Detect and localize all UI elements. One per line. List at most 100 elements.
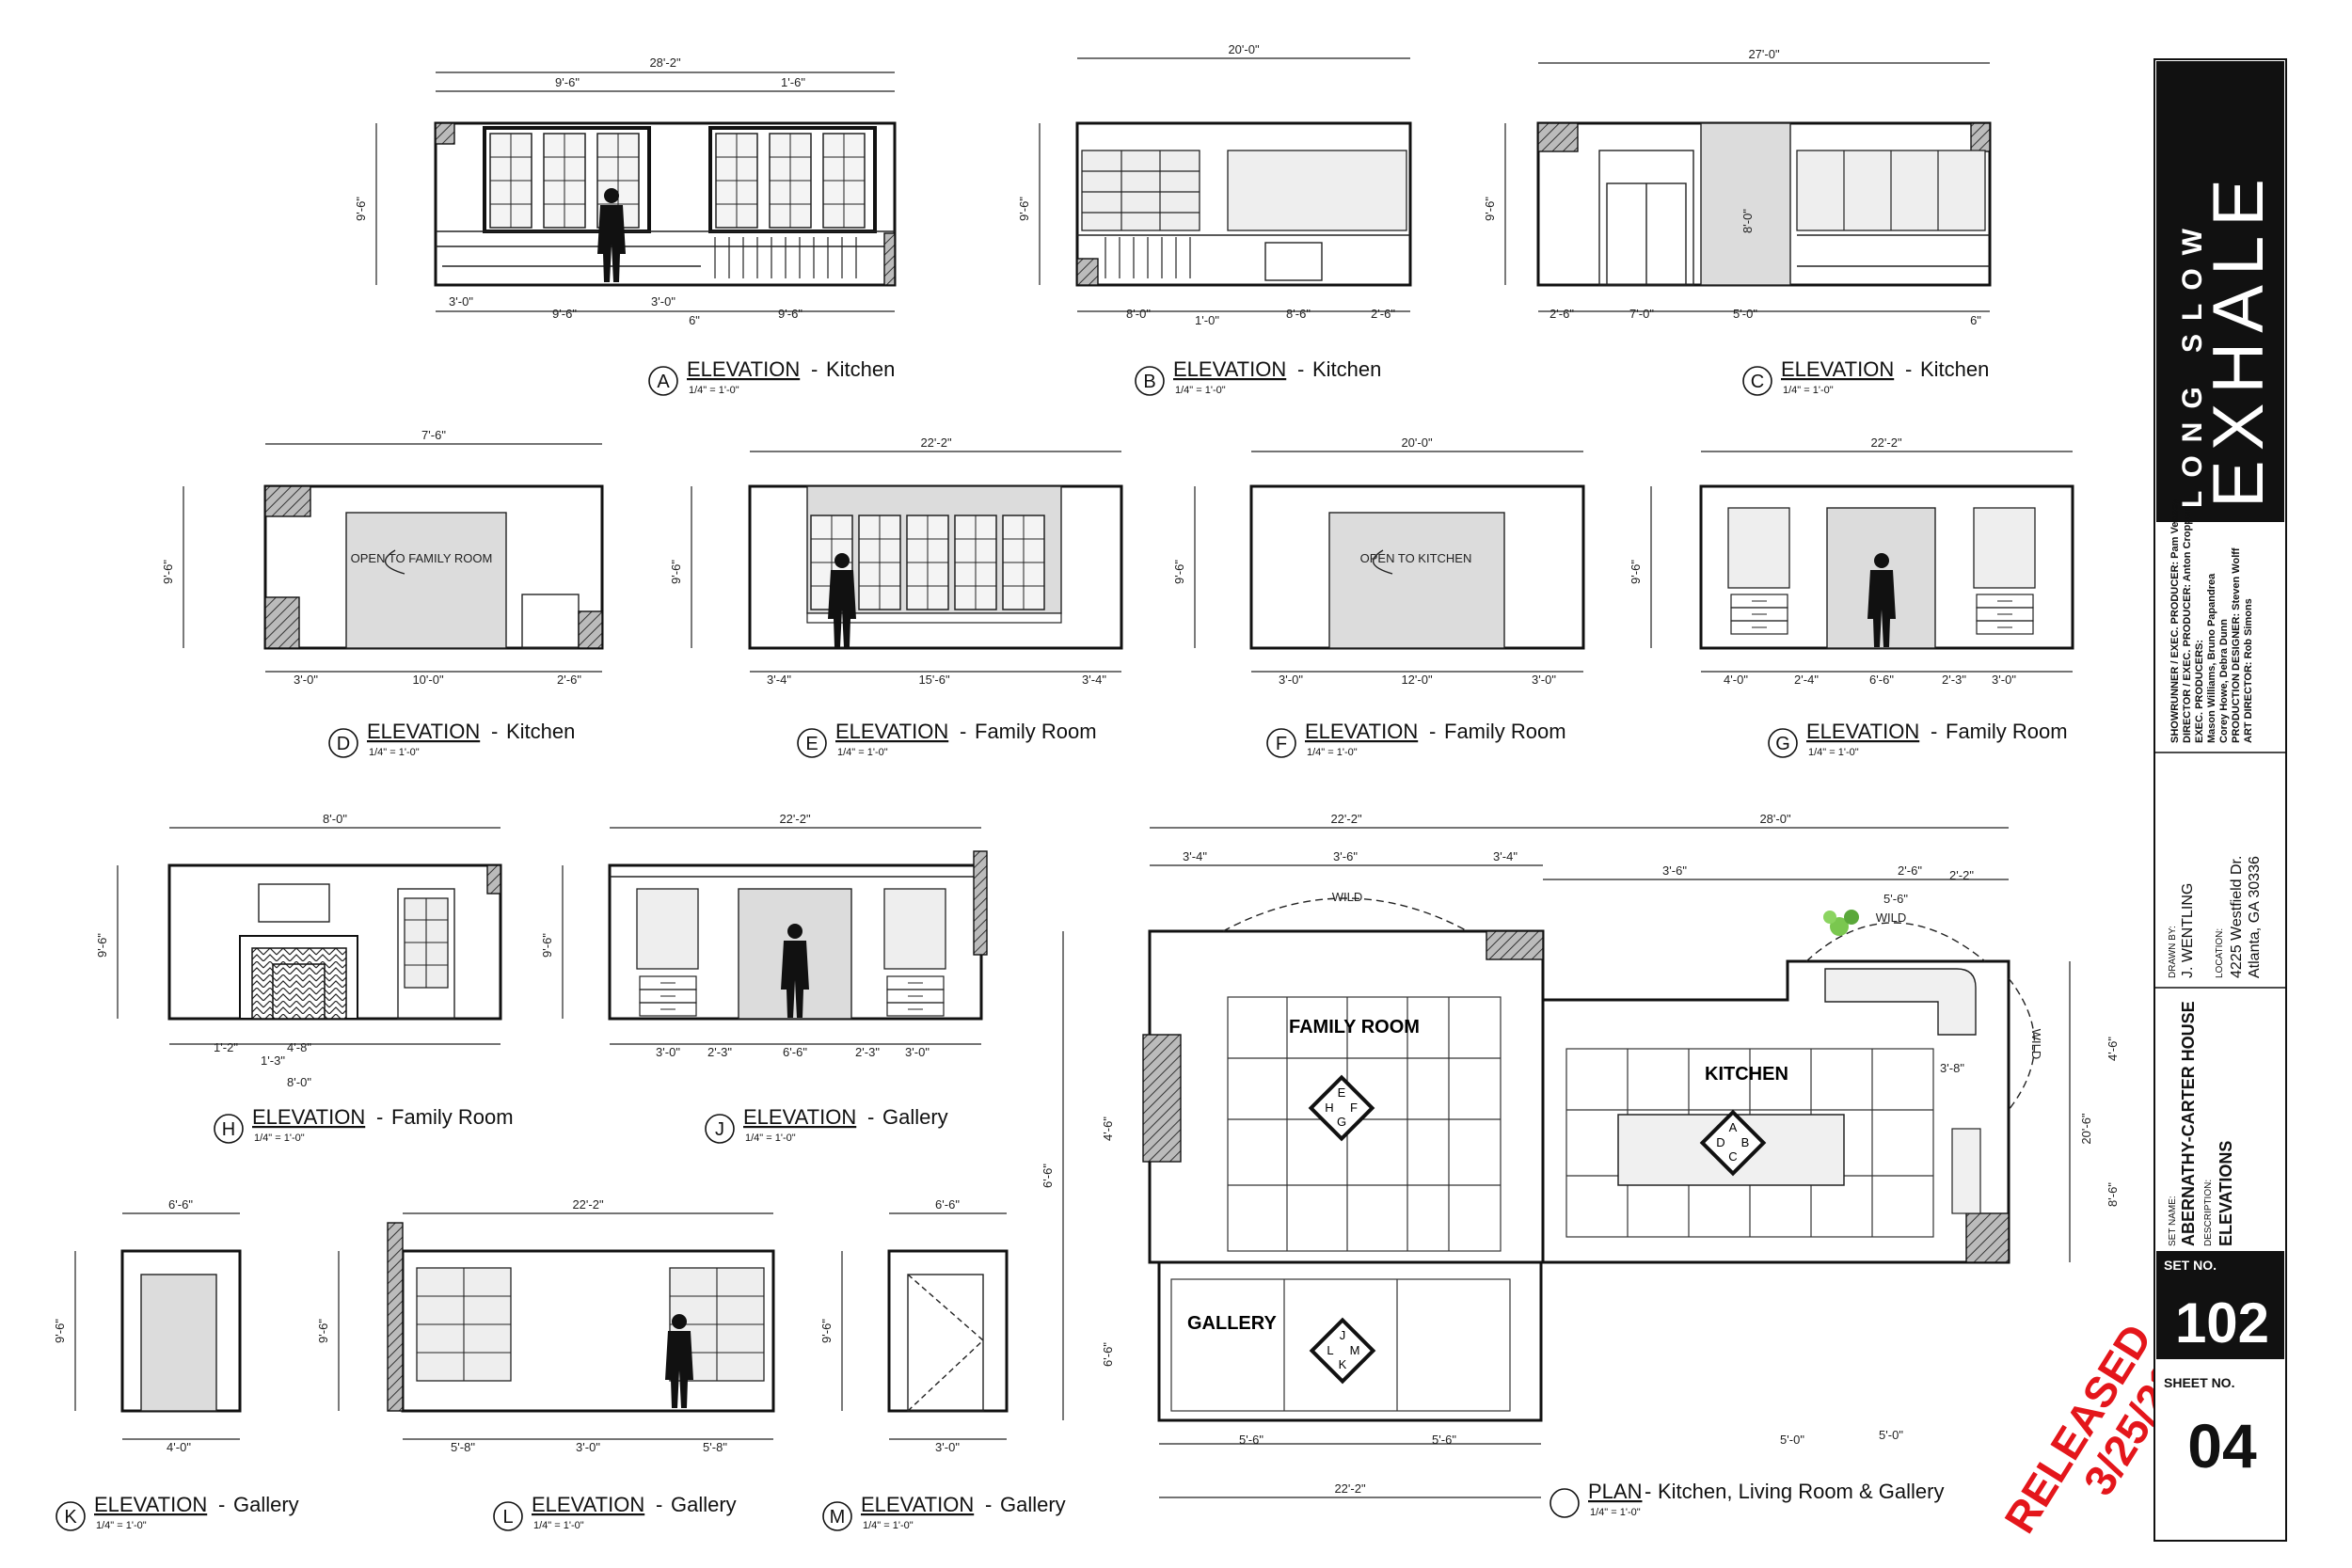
plan-tag-gallery: J L M K — [1309, 1317, 1376, 1385]
svg-text:Family Room: Family Room — [1946, 720, 2068, 743]
title-e: E ELEVATION - Family Room 1/4" = 1'-0" — [797, 720, 1097, 758]
svg-text:-: - — [491, 720, 498, 743]
svg-text:2'-6": 2'-6" — [1898, 863, 1922, 878]
svg-text:9'-6": 9'-6" — [552, 307, 577, 321]
elevation-a: 28'-2" 9'-6" 1'-6" 9'-6" 3'-0" 9'-6" 3'-… — [354, 55, 897, 327]
svg-text:8'-0": 8'-0" — [287, 1075, 311, 1089]
svg-text:WILD: WILD — [1876, 911, 1907, 925]
svg-text:-: - — [1931, 720, 1937, 743]
svg-text:5'-8": 5'-8" — [451, 1440, 475, 1454]
title-j: J ELEVATION - Gallery 1/4" = 1'-0" — [705, 1105, 948, 1144]
svg-text:1/4" = 1'-0": 1/4" = 1'-0" — [745, 1132, 796, 1144]
svg-text:2'-3": 2'-3" — [707, 1045, 732, 1059]
svg-text:Family Room: Family Room — [975, 720, 1097, 743]
elevation-c: 8'-0" 27'-0" 9'-6" 2'-6" 7'-0" 5'-0" 6" — [1483, 47, 1992, 327]
svg-text:L: L — [1327, 1343, 1333, 1357]
svg-text:5'-6": 5'-6" — [1239, 1433, 1263, 1447]
plant-icon — [1823, 910, 1859, 936]
set-number: 102 — [2175, 1291, 2269, 1354]
svg-text:ELEVATIONS: ELEVATIONS — [2217, 1141, 2235, 1246]
svg-text:3'-4": 3'-4" — [1082, 673, 1106, 687]
svg-text:EXHALE: EXHALE — [2199, 169, 2279, 508]
svg-text:M: M — [1350, 1343, 1360, 1357]
svg-text:J: J — [715, 1119, 724, 1140]
dim-plan-left: 22'-2" — [1330, 812, 1362, 826]
title-k: K ELEVATION - Gallery 1/4" = 1'-0" — [56, 1493, 299, 1531]
svg-text:3'-6": 3'-6" — [1333, 849, 1358, 863]
elevation-g: 22'-2" 9'-6" 4'-0" 2'-4" 6'-6" 2'-3" 3'-… — [1629, 436, 2074, 687]
svg-text:1/4" = 1'-0": 1/4" = 1'-0" — [1307, 747, 1358, 758]
svg-text:WILD: WILD — [2029, 1029, 2043, 1060]
svg-text:7'-0": 7'-0" — [1629, 307, 1654, 321]
svg-text:9'-6": 9'-6" — [778, 307, 803, 321]
title-plan: PLAN - Kitchen, Living Room & Gallery 1/… — [1549, 1480, 1944, 1518]
svg-text:H: H — [1325, 1101, 1333, 1115]
svg-text:1/4" = 1'-0": 1/4" = 1'-0" — [1783, 385, 1834, 396]
svg-text:5'-0": 5'-0" — [1780, 1433, 1804, 1447]
svg-text:C: C — [1728, 1149, 1737, 1164]
svg-text:9'-6": 9'-6" — [1483, 197, 1497, 221]
svg-text:3'-0": 3'-0" — [935, 1440, 960, 1454]
svg-text:ELEVATION: ELEVATION — [687, 357, 800, 381]
svg-text:OPEN TO FAMILY ROOM: OPEN TO FAMILY ROOM — [351, 551, 493, 565]
title-h: H ELEVATION - Family Room 1/4" = 1'-0" — [214, 1105, 514, 1144]
svg-text:1/4" = 1'-0": 1/4" = 1'-0" — [369, 747, 420, 758]
svg-text:L: L — [502, 1507, 513, 1528]
svg-text:3'-4": 3'-4" — [767, 673, 791, 687]
svg-text:9'-6": 9'-6" — [354, 197, 368, 221]
svg-text:ELEVATION: ELEVATION — [532, 1493, 644, 1516]
svg-text:1/4" = 1'-0": 1/4" = 1'-0" — [533, 1520, 584, 1531]
svg-text:8'-0": 8'-0" — [1740, 209, 1755, 233]
svg-text:9'-6": 9'-6" — [53, 1319, 67, 1343]
title-l: L ELEVATION - Gallery 1/4" = 1'-0" — [493, 1493, 737, 1531]
dim-overall-h: 8'-0" — [323, 812, 347, 826]
svg-text:3'-0": 3'-0" — [905, 1045, 930, 1059]
svg-text:3'-4": 3'-4" — [1183, 849, 1207, 863]
svg-text:12'-0": 12'-0" — [1401, 673, 1433, 687]
svg-text:8'-6": 8'-6" — [2106, 1182, 2120, 1207]
elevation-h: 8'-0" 9'-6" 1'-2" 4'-8" 1'-3" 8'-0" — [95, 812, 502, 1089]
svg-text:Kitchen, Living Room & Gallery: Kitchen, Living Room & Gallery — [1658, 1480, 1944, 1503]
svg-text:2'-6": 2'-6" — [557, 673, 581, 687]
title-m: M ELEVATION - Gallery 1/4" = 1'-0" — [822, 1493, 1066, 1531]
svg-text:-: - — [960, 720, 966, 743]
svg-text:6": 6" — [689, 313, 700, 327]
svg-text:9'-6": 9'-6" — [540, 933, 554, 958]
svg-text:D: D — [337, 734, 350, 754]
plan-tag-kitchen: A D B C — [1699, 1109, 1767, 1177]
svg-text:3'-0": 3'-0" — [449, 294, 473, 309]
svg-text:4'-0": 4'-0" — [167, 1440, 191, 1454]
svg-text:9'-6": 9'-6" — [669, 560, 683, 584]
svg-text:D: D — [1716, 1135, 1724, 1149]
svg-text:-: - — [1645, 1480, 1651, 1503]
svg-text:-: - — [218, 1493, 225, 1516]
dim-overall-m: 6'-6" — [935, 1197, 960, 1212]
svg-text:-: - — [985, 1493, 992, 1516]
plan-tag-family: E H F G — [1308, 1074, 1375, 1142]
svg-text:-: - — [656, 1493, 662, 1516]
elevation-e: 22'-2" 9'-6" 3'-4" 15'-6" 3'-4" — [669, 436, 1123, 687]
svg-text:9'-6": 9'-6" — [1172, 560, 1186, 584]
svg-text:3'-0": 3'-0" — [294, 673, 318, 687]
svg-text:F: F — [1276, 734, 1287, 754]
svg-text:9'-6": 9'-6" — [95, 933, 109, 958]
svg-text:2'-2": 2'-2" — [1949, 868, 1974, 882]
svg-text:C: C — [1751, 372, 1764, 392]
elevation-k: 6'-6" 9'-6" 4'-0" — [53, 1197, 242, 1454]
svg-text:PLAN: PLAN — [1588, 1480, 1642, 1503]
svg-text:LONG SLOW: LONG SLOW — [2177, 215, 2208, 508]
svg-text:3'-0": 3'-0" — [1992, 673, 2016, 687]
dim-overall-b: 20'-0" — [1228, 42, 1260, 56]
svg-text:1/4" = 1'-0": 1/4" = 1'-0" — [689, 385, 739, 396]
svg-text:5'-6": 5'-6" — [1883, 892, 1908, 906]
svg-text:K: K — [64, 1507, 77, 1528]
svg-text:ELEVATION: ELEVATION — [1781, 357, 1894, 381]
exhale-logo: LONG SLOW EXHALE — [2177, 169, 2279, 508]
svg-text:9'-6": 9'-6" — [555, 75, 580, 89]
svg-text:9'-6": 9'-6" — [819, 1319, 834, 1343]
svg-text:A: A — [1729, 1120, 1738, 1134]
svg-text:Corey Howe, Debra Dunn: Corey Howe, Debra Dunn — [2218, 619, 2230, 743]
svg-text:ABERNATHY-CARTER HOUSE: ABERNATHY-CARTER HOUSE — [2179, 1001, 2198, 1246]
svg-text:Gallery: Gallery — [233, 1493, 299, 1516]
